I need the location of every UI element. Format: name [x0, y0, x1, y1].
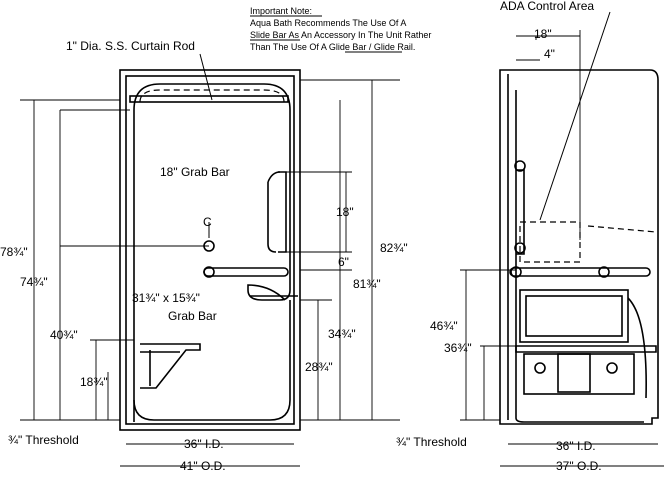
valve-left-icon: [534, 362, 546, 374]
front-od-label: 41" O.D.: [180, 459, 226, 473]
dim-78-label: 78¾": [0, 245, 28, 259]
side-dim-4-label: 4": [544, 47, 555, 61]
side-dim-36-label: 36¾": [444, 341, 472, 355]
side-seat: [523, 353, 635, 395]
dim-81-label: 81¾": [353, 277, 381, 291]
side-view: 18" 4" ADA Control Area 46¾" 36¾" ¾" Thr…: [396, 0, 664, 473]
dim-82-label: 82¾": [380, 241, 408, 255]
grab-bar-18-label: 18" Grab Bar: [160, 165, 230, 179]
dim-74-label: 74¾": [20, 275, 48, 289]
curtain-rod-label: 1" Dia. S.S. Curtain Rod: [66, 39, 195, 53]
side-od-label: 37" O.D.: [556, 459, 602, 473]
vertical-grab-bar: [278, 171, 287, 253]
horizontal-grab-bar: [203, 267, 289, 277]
ada-control-box: [519, 221, 581, 263]
front-outer-frame: [119, 69, 301, 431]
side-dim-46-label: 46¾": [430, 319, 458, 333]
note-line-1: Aqua Bath Recommends The Use Of A: [250, 18, 406, 28]
front-id-label: 36" I.D.: [184, 437, 224, 451]
side-shelf: [519, 289, 629, 343]
curtain-rod: [129, 95, 289, 103]
front-view: C 78¾" 74¾" 40¾" 18¾" 82¾" 81¾" 34: [0, 39, 408, 473]
side-id-label: 36" I.D.: [556, 439, 596, 453]
front-threshold-label: ¾" Threshold: [8, 433, 79, 447]
centerline-label: C: [203, 215, 212, 229]
side-threshold-label: ¾" Threshold: [396, 435, 467, 449]
ada-control-label: ADA Control Area: [500, 0, 594, 13]
corner-grab-bar-label-1: 31¾" x 15¾": [132, 291, 200, 305]
dim-40-label: 40¾": [50, 328, 78, 342]
dim-18-label: 18": [336, 205, 354, 219]
dim-18-seat-label: 18¾": [80, 375, 108, 389]
note-line-2: Slide Bar As An Accessory In The Unit Ra…: [250, 30, 431, 40]
corner-grab-bar-label-2: Grab Bar: [168, 309, 217, 323]
dim-28-label: 28¾": [305, 360, 333, 374]
side-dim-18-label: 18": [534, 27, 552, 41]
fold-seat: [140, 343, 201, 389]
side-outer: [499, 69, 659, 425]
note-heading: Important Note:: [250, 6, 312, 16]
valve-right-icon: [606, 362, 618, 374]
front-inner-frame: [125, 75, 295, 425]
dim-6-label: 6": [338, 255, 349, 269]
note-line-3: Than The Use Of A Glide Bar / Glide Rail…: [250, 42, 415, 52]
side-vertical-grab-bar: [516, 169, 525, 255]
dim-34-label: 34¾": [328, 327, 356, 341]
front-shell: [133, 83, 291, 422]
side-horizontal-grab-bar: [509, 267, 651, 277]
important-note: Important Note: Aqua Bath Recommends The…: [250, 6, 431, 53]
